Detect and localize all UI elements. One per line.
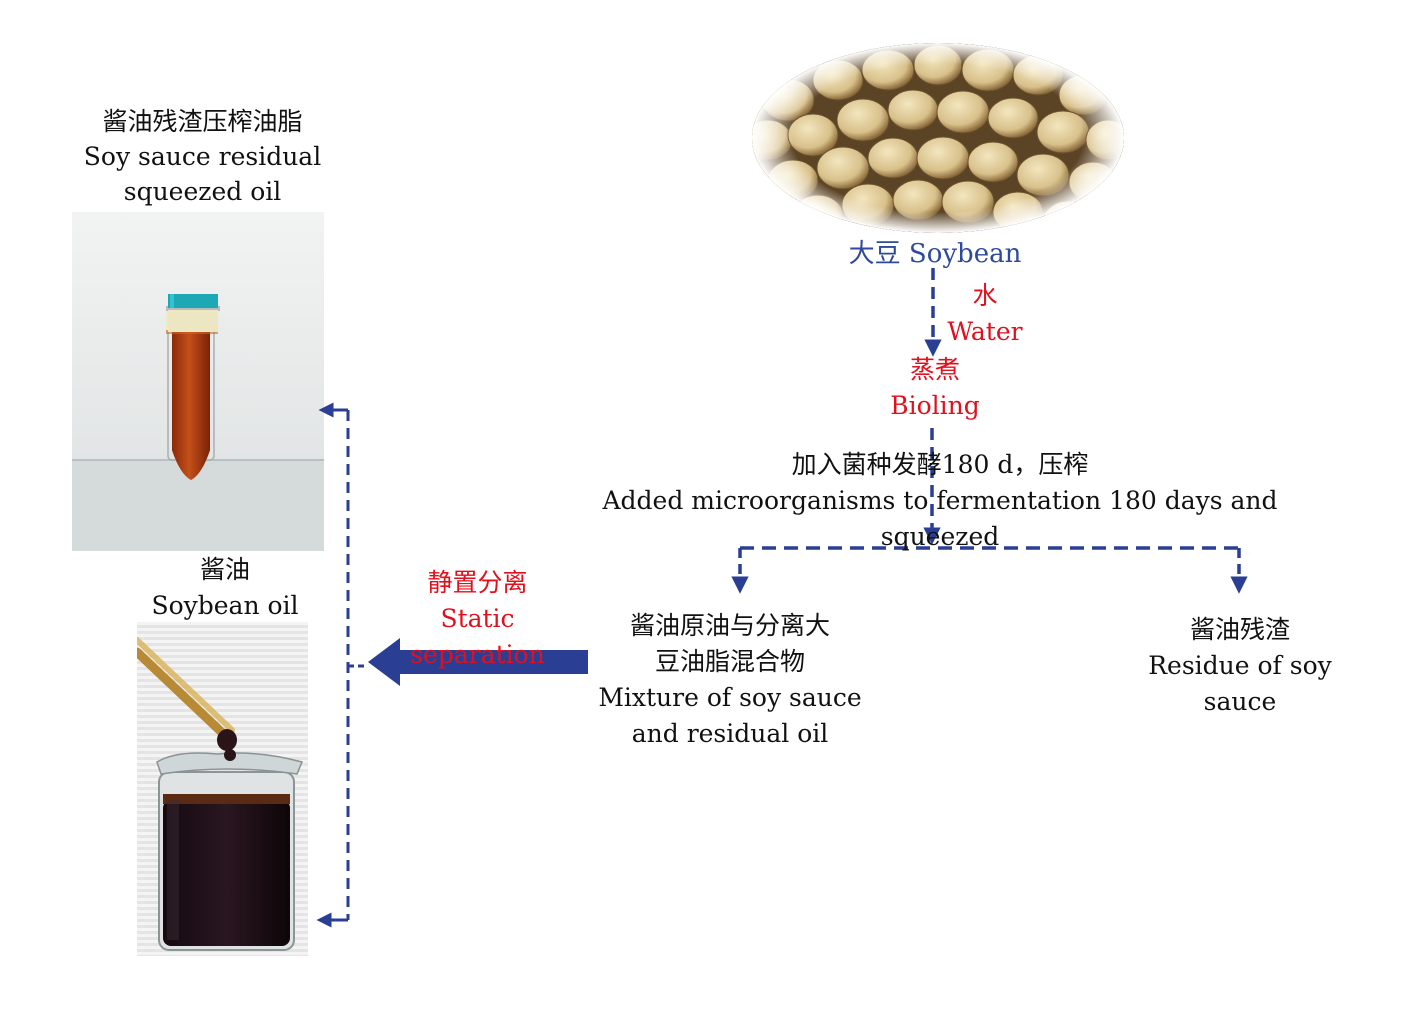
mixture-cn-2: 豆油脂混合物 bbox=[654, 647, 805, 676]
residue-en-2: sauce bbox=[1203, 687, 1277, 716]
ferment-en: Added microorganisms to fermentation 180… bbox=[602, 486, 1278, 551]
mixture-cn-1: 酱油原油与分离大 bbox=[629, 611, 830, 640]
boiling-en: Bioling bbox=[890, 391, 980, 420]
label-soybean: 大豆 Soybean bbox=[780, 236, 1090, 272]
beaker-photo bbox=[137, 622, 308, 956]
separation-en: Static separation bbox=[410, 604, 545, 669]
separation-cn: 静置分离 bbox=[427, 568, 528, 597]
mixture-en-2: and residual oil bbox=[631, 719, 829, 748]
water-en: Water bbox=[947, 317, 1023, 346]
arrow-static-separation bbox=[368, 638, 588, 686]
tube-photo bbox=[72, 212, 324, 551]
label-mixture: 酱油原油与分离大 豆油脂混合物 Mixture of soy sauce and… bbox=[580, 608, 880, 752]
squeezed-cn: 酱油残渣压榨油脂 bbox=[102, 107, 303, 136]
soysauce-cn: 酱油 bbox=[199, 555, 250, 584]
mixture-en-1: Mixture of soy sauce bbox=[598, 683, 862, 712]
soybean-text: 大豆 Soybean bbox=[848, 239, 1022, 269]
ferment-cn: 加入菌种发酵180 d，压榨 bbox=[791, 450, 1089, 479]
soysauce-en: Soybean oil bbox=[151, 591, 299, 620]
label-water: 水 Water bbox=[930, 278, 1040, 350]
squeezed-en-2: squeezed oil bbox=[123, 177, 282, 206]
residue-en-1: Residue of soy bbox=[1148, 651, 1332, 680]
label-soy-sauce: 酱油 Soybean oil bbox=[120, 552, 330, 624]
boiling-cn: 蒸煮 bbox=[909, 355, 960, 384]
residue-cn: 酱油残渣 bbox=[1189, 615, 1290, 644]
squeezed-en-1: Soy sauce residual bbox=[83, 142, 322, 171]
water-cn: 水 bbox=[972, 281, 998, 310]
label-residue: 酱油残渣 Residue of soy sauce bbox=[1120, 612, 1360, 720]
label-boiling: 蒸煮 Bioling bbox=[860, 352, 1010, 424]
label-squeezed-oil: 酱油残渣压榨油脂 Soy sauce residual squeezed oil bbox=[60, 104, 345, 209]
label-static-separation: 静置分离 Static separation bbox=[370, 565, 585, 673]
soybean-photo bbox=[752, 43, 1124, 233]
label-fermentation: 加入菌种发酵180 d，压榨 Added microorganisms to f… bbox=[540, 447, 1340, 555]
